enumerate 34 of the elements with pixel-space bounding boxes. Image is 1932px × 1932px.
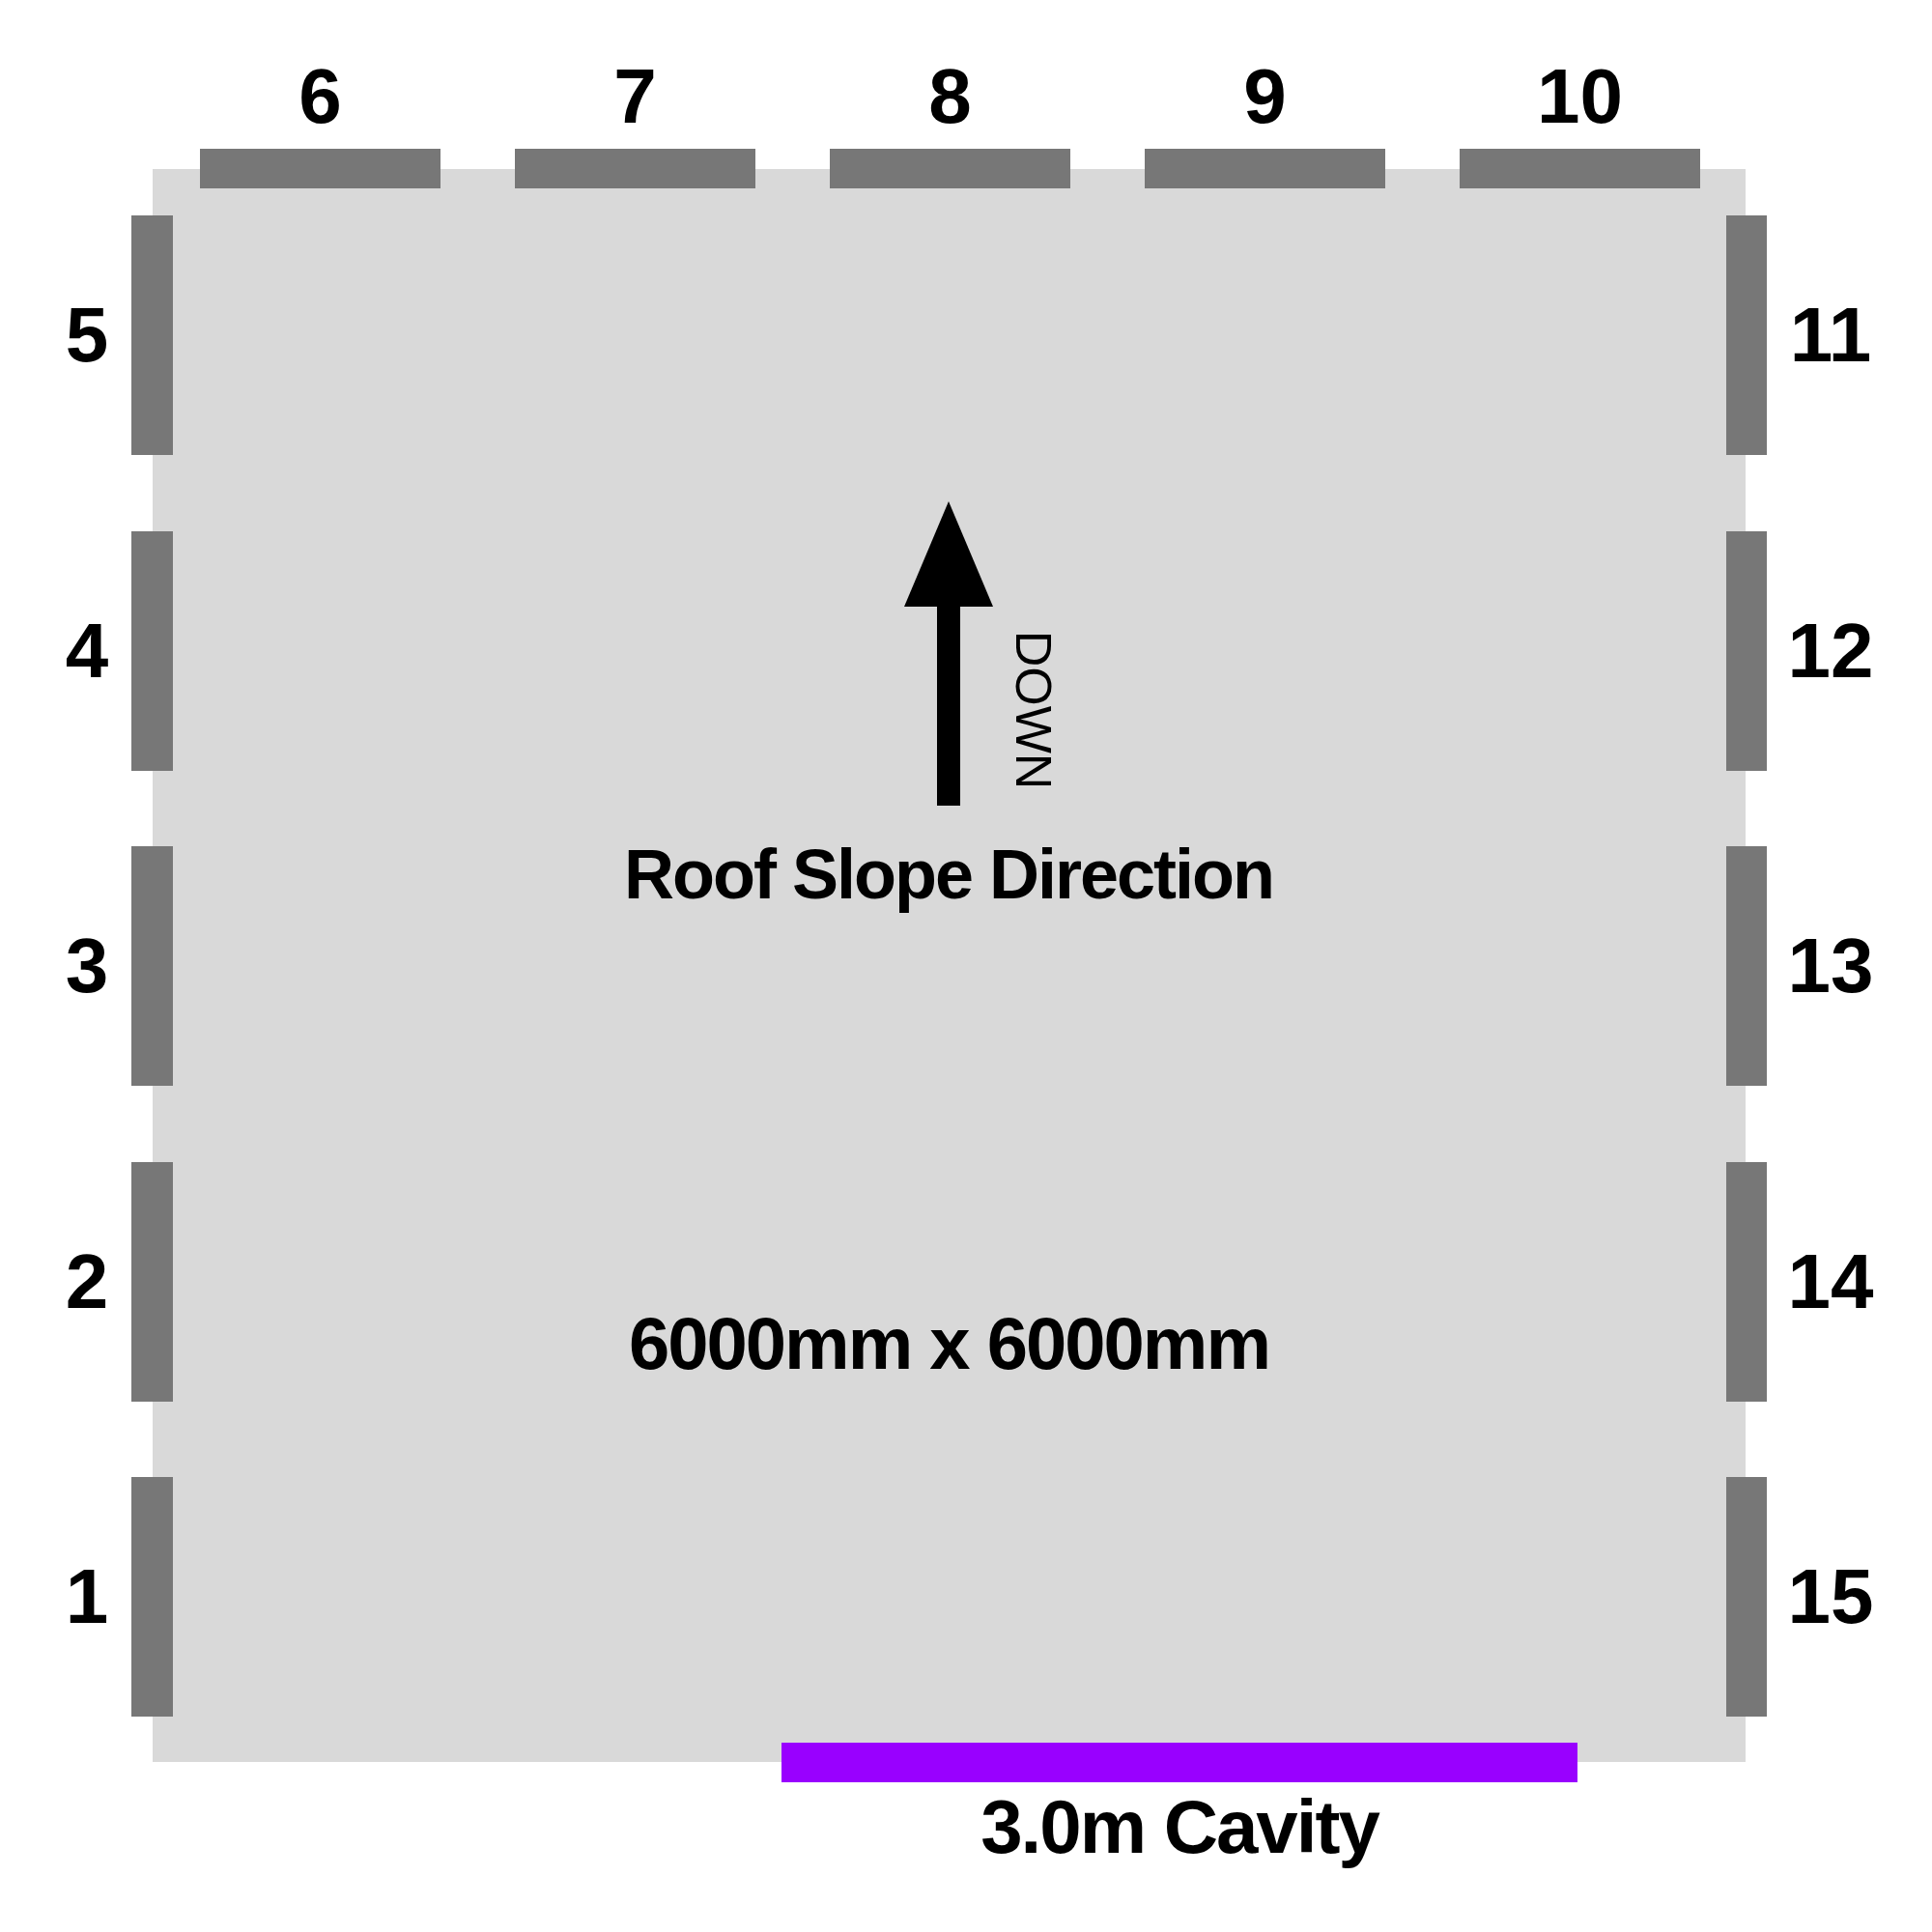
wall-panel [1460, 149, 1700, 188]
panel-number: 1 [64, 1558, 110, 1635]
wall-panel [1726, 1161, 1767, 1402]
panel-number: 13 [1786, 927, 1875, 1005]
wall-panel [131, 1161, 173, 1402]
wall-panel [515, 149, 755, 188]
panel-number: 3 [64, 927, 110, 1005]
panel-number: 14 [1786, 1242, 1875, 1321]
panel-number: 10 [1536, 58, 1624, 135]
panel-number: 8 [927, 58, 973, 135]
panel-number: 6 [298, 58, 343, 135]
wall-panel [1726, 215, 1767, 455]
panel-number: 11 [1788, 297, 1873, 374]
wall-panel [131, 1477, 173, 1717]
direction-text: DOWN [1009, 630, 1059, 790]
cavity-bar [781, 1743, 1577, 1782]
panel-number: 5 [64, 297, 110, 374]
panel-number: 12 [1786, 611, 1875, 690]
wall-panel [1726, 1477, 1767, 1717]
wall-panel [200, 149, 440, 188]
wall-panel [131, 215, 173, 455]
wall-panel [1145, 149, 1385, 188]
panel-number: 9 [1242, 58, 1288, 135]
wall-panel [131, 846, 173, 1086]
caption-text: Roof Slope Direction [623, 835, 1274, 915]
panel-number: 7 [612, 58, 658, 135]
wall-panel [1726, 846, 1767, 1086]
panel-number: 15 [1786, 1558, 1875, 1635]
wall-panel [131, 530, 173, 771]
panel-number: 4 [64, 611, 110, 690]
wall-panel [830, 149, 1070, 188]
dimension-text: 6000mm x 6000mm [628, 1301, 1270, 1386]
panel-number: 2 [64, 1242, 110, 1321]
wall-panel [1726, 530, 1767, 771]
